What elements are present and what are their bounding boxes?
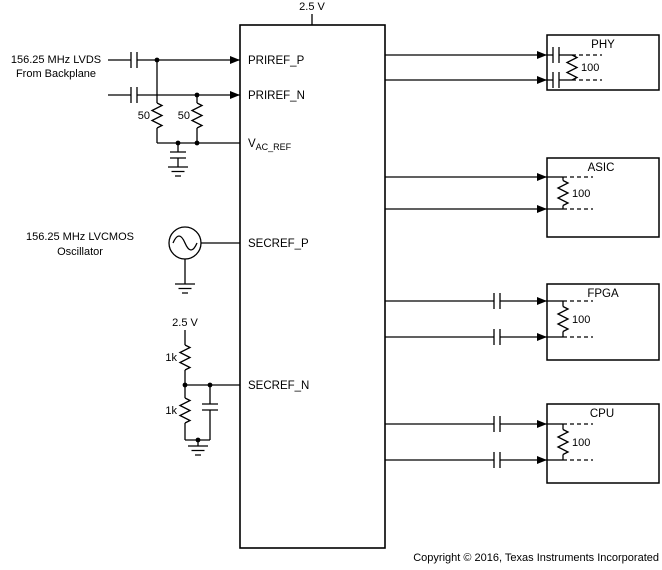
resistor-value-1k-bottom: 1k <box>165 405 177 417</box>
coupling-cap-fpga-n <box>493 328 501 346</box>
sine-wave-icon <box>172 235 198 251</box>
junction-dot <box>194 140 200 146</box>
vac-ref-base: V <box>248 138 256 150</box>
lvds-source-label-line1: 156.25 MHz LVDS <box>11 54 101 66</box>
ground-symbol-divider <box>187 445 209 456</box>
cap-phy-internal-p <box>552 46 560 64</box>
copyright-text: Copyright © 2016, Texas Instruments Inco… <box>413 552 659 564</box>
pin-label-priref-p: PRIREF_P <box>248 55 305 67</box>
junction-dot <box>154 57 160 63</box>
junction-dot <box>194 92 200 98</box>
resistor-1k-top <box>179 344 191 371</box>
arrowhead-phy-n <box>537 76 547 84</box>
cap-phy-internal-n <box>552 71 560 89</box>
load-label-fpga: FPGA <box>587 288 619 300</box>
junction-dot <box>182 382 188 388</box>
supply-label-top: 2.5 V <box>299 1 325 13</box>
coupling-cap-cpu-n <box>493 451 501 469</box>
resistor-100-fpga <box>557 305 569 333</box>
ground-symbol-vac <box>167 166 189 177</box>
resistor-value-100-cpu: 100 <box>572 437 590 449</box>
arrowhead-priref-p <box>230 56 240 64</box>
resistor-value-50-left: 50 <box>138 110 150 122</box>
coupling-cap-priref-n <box>130 86 138 104</box>
ground-symbol-osc <box>174 283 196 294</box>
load-block-cpu <box>546 403 660 484</box>
pin-label-priref-n: PRIREF_N <box>248 90 305 102</box>
load-block-asic <box>546 157 660 238</box>
resistor-50-left <box>151 102 163 129</box>
resistor-value-100-phy: 100 <box>581 62 599 74</box>
lvds-source-label-line2: From Backplane <box>16 68 96 80</box>
pin-label-secref-n: SECREF_N <box>248 380 309 392</box>
coupling-cap-fpga-p <box>493 292 501 310</box>
bypass-cap-secref-n <box>201 403 219 411</box>
vac-ref-subscript: AC_REF <box>256 142 292 152</box>
junction-dot <box>207 382 213 388</box>
coupling-cap-cpu-p <box>493 415 501 433</box>
arrowhead-priref-n <box>230 91 240 99</box>
resistor-value-1k-top: 1k <box>165 352 177 364</box>
resistor-100-asic <box>557 179 569 207</box>
load-label-cpu: CPU <box>590 408 614 420</box>
arrowhead-cpu-n <box>537 456 547 464</box>
junction-dot <box>175 140 181 146</box>
arrowhead-cpu-p <box>537 420 547 428</box>
oscillator-label-line1: 156.25 MHz LVCMOS <box>26 231 134 243</box>
resistor-50-right <box>191 102 203 129</box>
resistor-100-phy <box>566 54 578 81</box>
supply-label-divider: 2.5 V <box>172 317 198 329</box>
resistor-value-50-right: 50 <box>178 110 190 122</box>
load-block-phy <box>546 34 660 91</box>
load-label-phy: PHY <box>591 39 615 51</box>
arrowhead-fpga-n <box>537 333 547 341</box>
arrowhead-phy-p <box>537 51 547 59</box>
ic-body <box>239 24 386 549</box>
pin-label-vac-ref: VAC_REF <box>248 138 292 152</box>
arrowhead-asic-p <box>537 173 547 181</box>
resistor-100-cpu <box>557 428 569 456</box>
load-block-fpga <box>546 283 660 361</box>
bypass-cap-vac-ref <box>169 151 187 159</box>
pin-label-secref-p: SECREF_P <box>248 238 309 250</box>
junction-dot <box>195 437 201 443</box>
load-label-asic: ASIC <box>588 162 615 174</box>
oscillator-label-line2: Oscillator <box>57 246 103 258</box>
arrowhead-fpga-p <box>537 297 547 305</box>
resistor-1k-bottom <box>179 397 191 424</box>
arrowhead-asic-n <box>537 205 547 213</box>
coupling-cap-priref-p <box>130 51 138 69</box>
resistor-value-100-asic: 100 <box>572 188 590 200</box>
resistor-value-100-fpga: 100 <box>572 314 590 326</box>
